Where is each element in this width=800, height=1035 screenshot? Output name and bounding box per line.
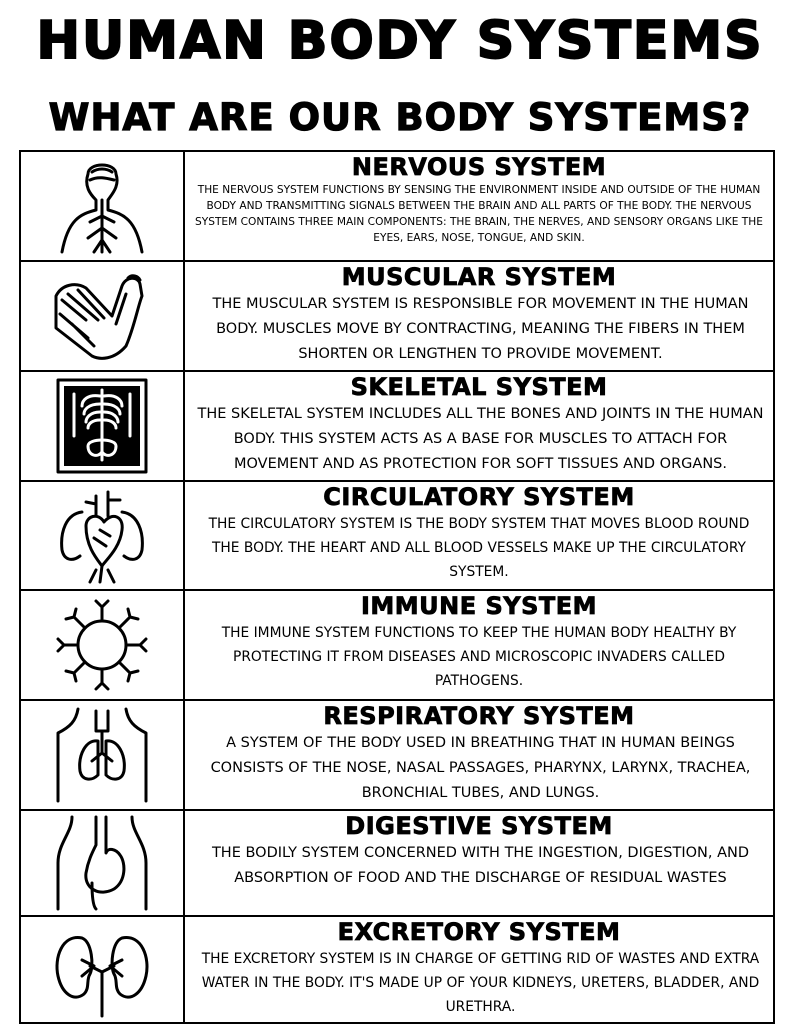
flexed-arm-muscle-icon <box>54 274 144 360</box>
x-ray-skeleton-icon <box>56 378 148 474</box>
system-row-circulatory: CIRCULATORY SYSTEM THE CIRCULATORY SYSTE… <box>21 480 773 589</box>
system-description: THE MUSCULAR SYSTEM IS RESPONSIBLE FOR M… <box>212 296 749 362</box>
system-row-muscular: MUSCULAR SYSTEM THE MUSCULAR SYSTEM IS R… <box>21 260 773 370</box>
system-heading: EXCRETORY SYSTEM <box>337 918 621 947</box>
system-row-respiratory: RESPIRATORY SYSTEM A SYSTEM OF THE BODY … <box>21 699 773 809</box>
system-heading: SKELETAL SYSTEM <box>350 373 608 402</box>
antibody-cell-icon <box>56 599 148 691</box>
system-heading: IMMUNE SYSTEM <box>360 592 598 621</box>
body-systems-table: NERVOUS SYSTEM THE NERVOUS SYSTEM FUNCTI… <box>19 150 775 1024</box>
system-description: A SYSTEM OF THE BODY USED IN BREATHING T… <box>210 735 751 801</box>
system-description: THE EXCRETORY SYSTEM IS IN CHARGE OF GET… <box>201 951 760 1015</box>
kidneys-icon <box>55 935 149 1017</box>
page-subtitle: WHAT ARE OUR BODY SYSTEMS? <box>48 95 752 139</box>
system-row-immune: IMMUNE SYSTEM THE IMMUNE SYSTEM FUNCTION… <box>21 589 773 699</box>
system-row-digestive: DIGESTIVE SYSTEM THE BODILY SYSTEM CONCE… <box>21 809 773 915</box>
system-row-nervous: NERVOUS SYSTEM THE NERVOUS SYSTEM FUNCTI… <box>21 152 773 260</box>
system-heading: CIRCULATORY SYSTEM <box>323 483 635 512</box>
system-heading: RESPIRATORY SYSTEM <box>323 702 635 731</box>
nervous-system-icon <box>60 163 144 254</box>
system-row-skeletal: SKELETAL SYSTEM THE SKELETAL SYSTEM INCL… <box>21 370 773 480</box>
system-description: THE SKELETAL SYSTEM INCLUDES ALL THE BON… <box>197 406 764 472</box>
system-row-excretory: EXCRETORY SYSTEM THE EXCRETORY SYSTEM IS… <box>21 915 773 1022</box>
system-description: THE BODILY SYSTEM CONCERNED WITH THE ING… <box>211 845 750 886</box>
system-heading: DIGESTIVE SYSTEM <box>345 812 613 841</box>
system-description: THE IMMUNE SYSTEM FUNCTIONS TO KEEP THE … <box>221 625 737 689</box>
system-heading: MUSCULAR SYSTEM <box>341 263 617 292</box>
system-description: THE NERVOUS SYSTEM FUNCTIONS BY SENSING … <box>195 184 763 244</box>
system-heading: NERVOUS SYSTEM <box>351 153 607 182</box>
heart-lungs-icon <box>60 490 144 583</box>
stomach-torso-icon <box>56 815 148 911</box>
system-description: THE CIRCULATORY SYSTEM IS THE BODY SYSTE… <box>208 516 750 580</box>
page-title: HUMAN BODY SYSTEMS <box>35 10 764 72</box>
lungs-torso-icon <box>56 707 148 803</box>
